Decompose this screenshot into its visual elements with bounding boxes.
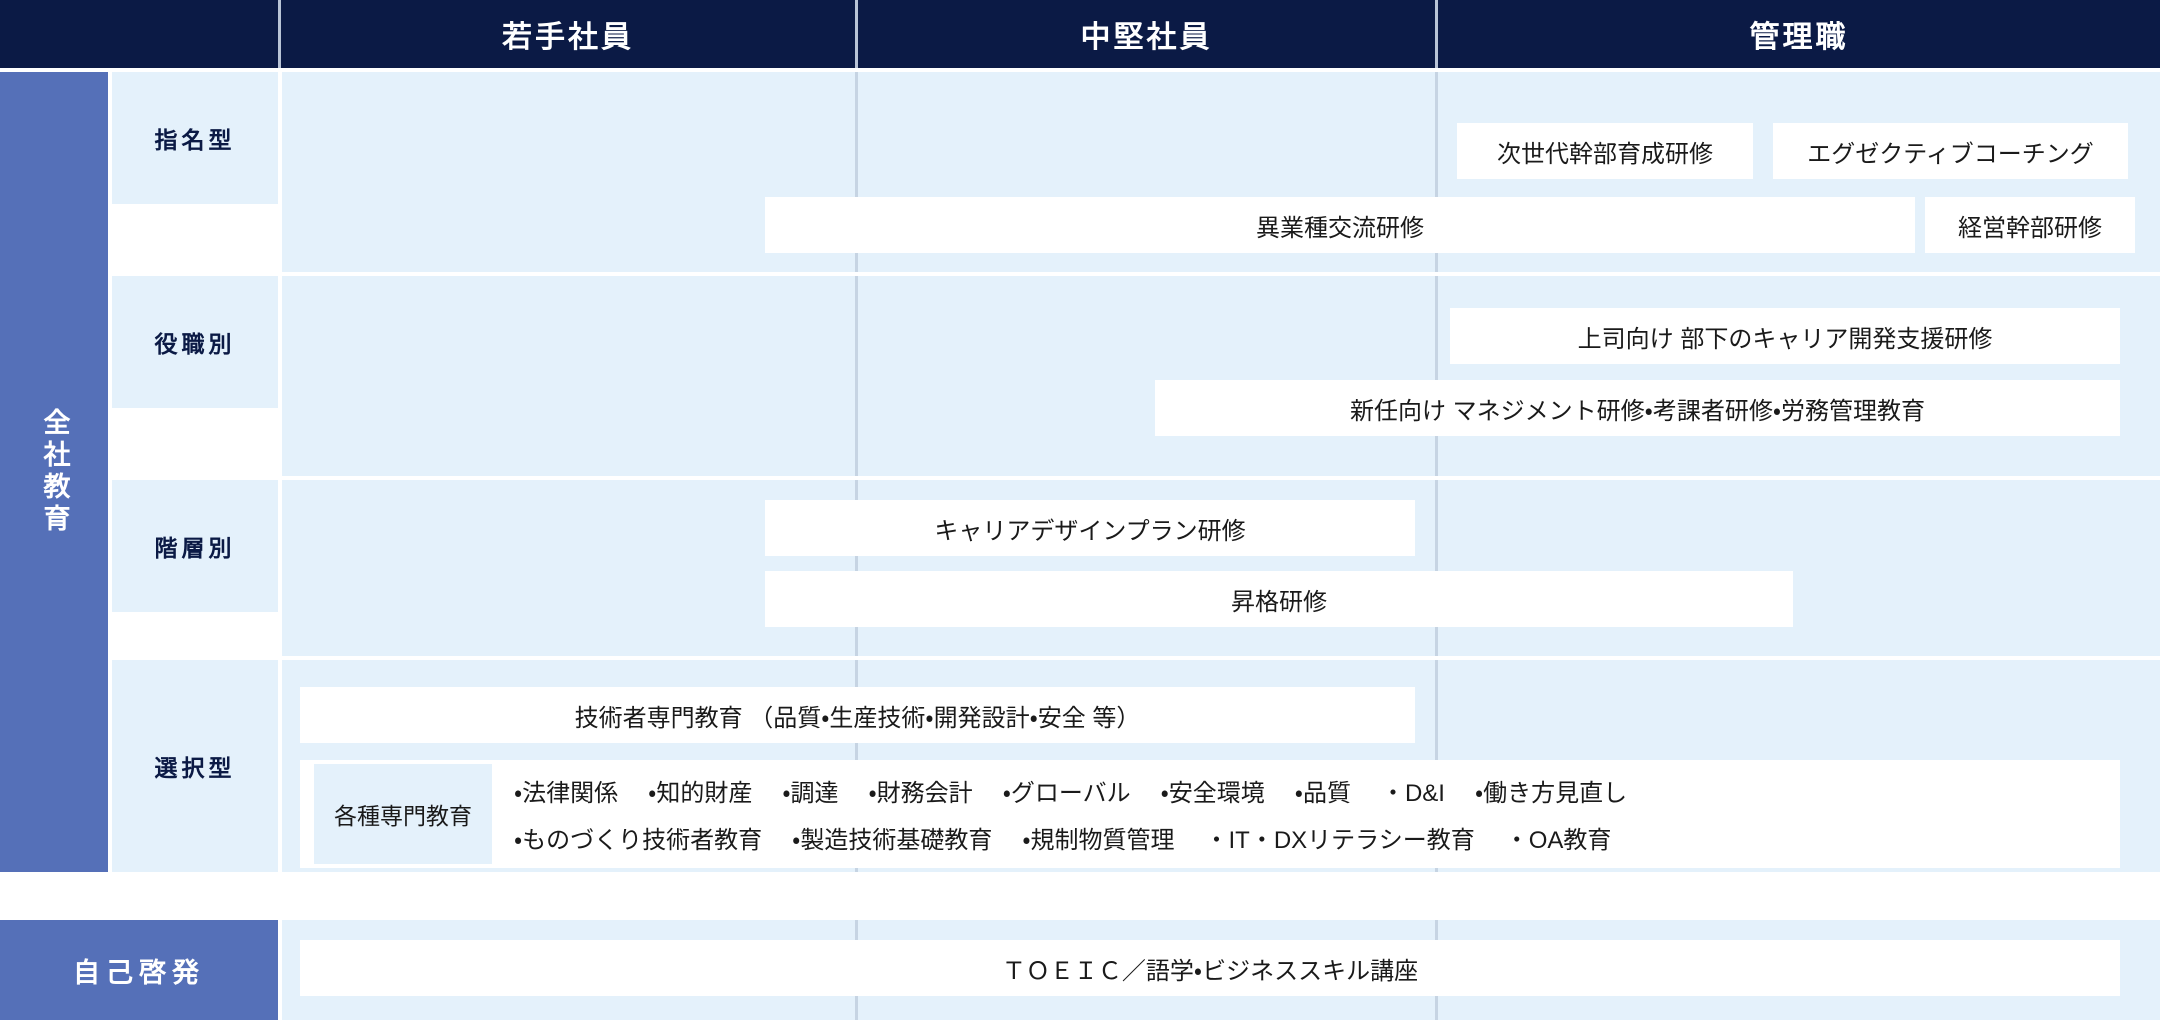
header-column-managers: 管理職 <box>1438 0 2160 68</box>
category-label: 役職別 <box>154 331 236 357</box>
program-bar-label: 新任向け マネジメント研修・考課者研修・労務管理教育 <box>1350 397 1925 425</box>
specialized-item: ・安全環境 <box>1160 780 1265 807</box>
specialized-item: ・グローバル <box>1002 780 1131 807</box>
specialized-item: ・ものづくり技術者教育 <box>514 827 763 854</box>
category-label: 選択型 <box>154 755 236 781</box>
program-bar-label: 技術者専門教育 （品質・生産技術・開発設計・安全 等） <box>574 704 1141 732</box>
header-corner-blank <box>0 0 278 68</box>
header-divider-2 <box>1435 0 1438 68</box>
specialized-education-line-1: ・法律関係 ・知的財産 ・調達 ・財務会計 ・グローバル ・安全環境 ・品質 ・… <box>514 773 1627 808</box>
program-bar-next-gen-executive-training[interactable]: 次世代幹部育成研修 <box>1457 123 1753 179</box>
row-divider-shimeigata-2 <box>1435 72 1438 272</box>
program-bar-management-executive-training[interactable]: 経営幹部研修 <box>1925 197 2135 253</box>
specialized-item: ・OA教育 <box>1504 827 1612 854</box>
row-divider-yakushokubetsu-1 <box>855 276 858 476</box>
row-divider-kaisoubetsu-2 <box>1435 480 1438 656</box>
specialized-item: ・IT・DXリテラシー教育 <box>1204 827 1475 854</box>
category-label-sentakugata: 選択型 <box>112 660 278 872</box>
left-band-company-wide-education: 全社教育 <box>0 72 108 872</box>
program-bar-cross-industry-exchange[interactable]: 異業種交流研修 <box>765 197 1915 253</box>
specialized-item: ・働き方見直し <box>1474 780 1628 807</box>
program-bar-label: ＴＯＥＩＣ／語学・ビジネススキル講座 <box>1001 957 1419 985</box>
header-column-young-employees: 若手社員 <box>281 0 855 68</box>
program-bar-executive-coaching[interactable]: エグゼクティブコーチング <box>1773 123 2128 179</box>
header-column-label: 若手社員 <box>502 21 634 54</box>
specialized-education-label: 各種専門教育 <box>334 803 472 829</box>
program-block-specialized-education[interactable]: 各種専門教育 ・法律関係 ・知的財産 ・調達 ・財務会計 ・グローバル ・安全環… <box>300 760 2120 868</box>
category-label: 指名型 <box>154 127 236 153</box>
header-column-label: 中堅社員 <box>1080 21 1213 54</box>
header-divider-0 <box>278 0 281 68</box>
specialized-item: ・財務会計 <box>868 780 973 807</box>
specialized-item: ・調達 <box>782 780 839 807</box>
left-band-label: 自己啓発 <box>73 957 205 988</box>
header-column-label: 管理職 <box>1749 21 1849 54</box>
left-band-self-development: 自己啓発 <box>0 920 278 1020</box>
specialized-item: ・法律関係 <box>514 780 619 807</box>
category-label-yakushokubetsu: 役職別 <box>112 276 278 408</box>
header-column-midcareer-employees: 中堅社員 <box>858 0 1435 68</box>
specialized-item: ・品質 <box>1294 780 1351 807</box>
program-bar-label: 経営幹部研修 <box>1958 214 2102 242</box>
category-label-shimeigata: 指名型 <box>112 72 278 204</box>
program-bar-career-development-support-for-supervisors[interactable]: 上司向け 部下のキャリア開発支援研修 <box>1450 308 2120 364</box>
program-bar-label: キャリアデザインプラン研修 <box>934 517 1246 545</box>
program-bar-toeic-language-business-skills[interactable]: ＴＯＥＩＣ／語学・ビジネススキル講座 <box>300 940 2120 996</box>
program-bar-label: エグゼクティブコーチング <box>1807 140 2094 168</box>
row-panel-yakushokubetsu <box>282 276 2160 476</box>
header-band <box>0 0 2160 68</box>
header-divider-1 <box>855 0 858 68</box>
program-bar-career-design-plan-training[interactable]: キャリアデザインプラン研修 <box>765 500 1415 556</box>
program-bar-engineer-specialist-education[interactable]: 技術者専門教育 （品質・生産技術・開発設計・安全 等） <box>300 687 1415 743</box>
program-bar-label: 次世代幹部育成研修 <box>1497 140 1713 168</box>
program-bar-label: 昇格研修 <box>1231 588 1327 616</box>
row-divider-shimeigata-1 <box>855 72 858 272</box>
specialized-item: ・規制物質管理 <box>1022 827 1175 854</box>
specialized-item: ・製造技術基礎教育 <box>792 827 993 854</box>
specialized-education-lists: ・法律関係 ・知的財産 ・調達 ・財務会計 ・グローバル ・安全環境 ・品質 ・… <box>514 773 1627 855</box>
program-bar-label: 異業種交流研修 <box>1256 214 1424 242</box>
program-bar-label: 上司向け 部下のキャリア開発支援研修 <box>1577 325 1993 353</box>
category-label-kaisoubetsu: 階層別 <box>112 480 278 612</box>
specialized-item: ・知的財産 <box>648 780 753 807</box>
row-divider-kaisoubetsu-1 <box>855 480 858 656</box>
left-band-label: 全社教育 <box>39 408 70 536</box>
program-bar-new-manager-training[interactable]: 新任向け マネジメント研修・考課者研修・労務管理教育 <box>1155 380 2120 436</box>
row-divider-yakushokubetsu-2 <box>1435 276 1438 476</box>
category-label: 階層別 <box>154 535 236 561</box>
program-bar-promotion-training[interactable]: 昇格研修 <box>765 571 1793 627</box>
specialized-item: ・D&I <box>1380 780 1445 807</box>
specialized-education-label-box: 各種専門教育 <box>314 764 492 864</box>
specialized-education-line-2: ・ものづくり技術者教育 ・製造技術基礎教育 ・規制物質管理 ・IT・DXリテラシ… <box>514 820 1627 855</box>
